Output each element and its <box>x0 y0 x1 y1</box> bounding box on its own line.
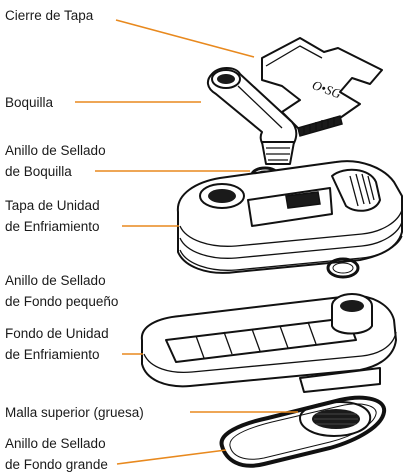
label-anillo-fondo-grande-line2: de Fondo grande <box>5 457 108 472</box>
labels: Cierre de Tapa Boquilla Anillo de Sellad… <box>5 8 144 472</box>
upper-mesh-illustration <box>299 401 372 437</box>
small-bottom-seal-ring-illustration <box>326 257 360 279</box>
cooling-unit-base-illustration <box>140 293 397 393</box>
label-anillo-fondo-pequeno-line1: Anillo de Sellado <box>5 273 106 288</box>
label-fondo-unidad-line2: de Enfriamiento <box>5 347 100 362</box>
label-cierre-tapa: Cierre de Tapa <box>5 8 94 23</box>
label-fondo-unidad-line1: Fondo de Unidad <box>5 326 109 341</box>
label-anillo-boquilla-line1: Anillo de Sellado <box>5 143 106 158</box>
label-anillo-fondo-grande-line1: Anillo de Sellado <box>5 436 106 451</box>
label-boquilla: Boquilla <box>5 95 54 110</box>
leader-anillo-grande <box>116 449 227 465</box>
large-bottom-seal-ring-illustration <box>219 395 387 468</box>
mouthpiece-illustration <box>206 67 298 165</box>
label-malla-superior: Malla superior (gruesa) <box>5 405 144 420</box>
cooling-unit-lid-illustration <box>176 160 403 274</box>
lid-latch-illustration: O•SG <box>261 37 383 137</box>
label-tapa-unidad-line2: de Enfriamiento <box>5 219 100 234</box>
leader-cierre-tapa <box>115 19 255 58</box>
leader-lines <box>75 19 298 465</box>
label-tapa-unidad-line1: Tapa de Unidad <box>5 198 100 213</box>
label-anillo-fondo-pequeno-line2: de Fondo pequeño <box>5 294 118 309</box>
label-anillo-boquilla-line2: de Boquilla <box>5 164 72 179</box>
